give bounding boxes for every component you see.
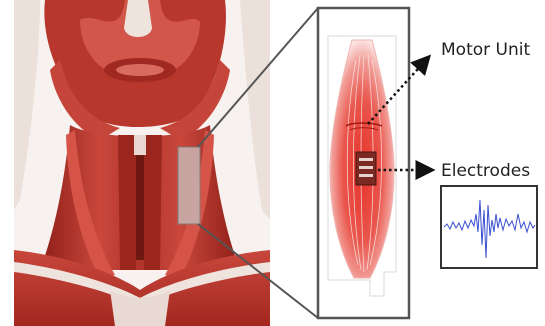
electrode-array <box>356 152 376 185</box>
emg-signal-box <box>441 186 537 268</box>
electrodes-label: Electrodes <box>441 161 530 181</box>
sensor-patch <box>178 147 200 224</box>
neck-anatomy-illustration <box>14 0 270 326</box>
motor-unit-label: Motor Unit <box>441 40 530 60</box>
zoomed-muscle-panel <box>318 8 409 318</box>
